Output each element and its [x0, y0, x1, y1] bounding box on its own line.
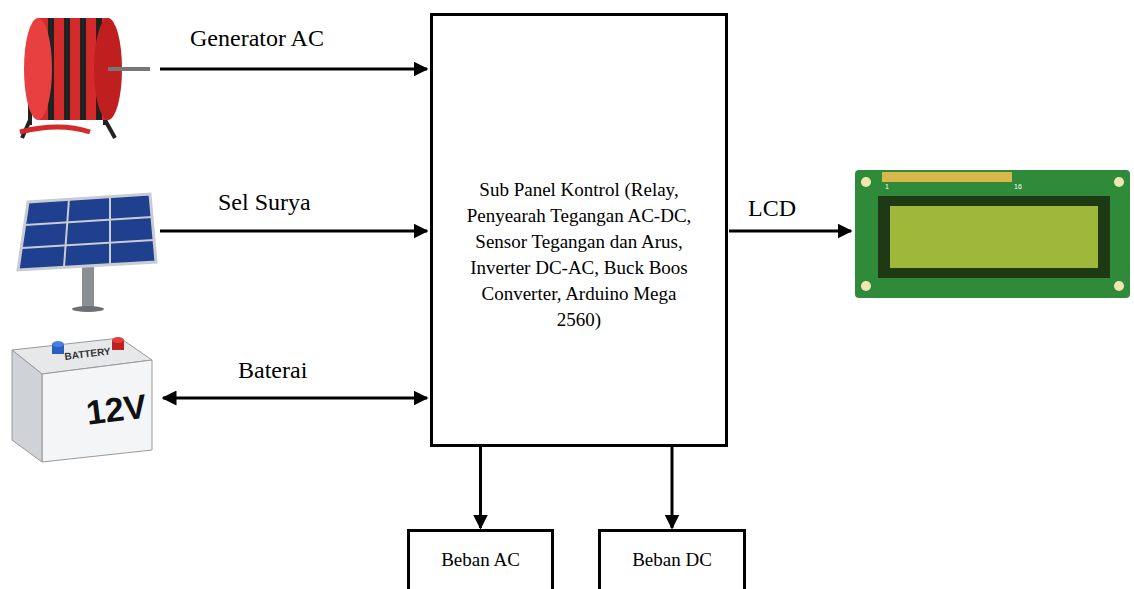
pin-number: 16	[1014, 183, 1022, 190]
generator-illustration	[20, 18, 150, 138]
source-label: Baterai	[238, 357, 307, 384]
node-label: Beban AC	[414, 549, 547, 571]
source-label: Sel Surya	[218, 189, 311, 216]
load-box: Beban AC	[407, 529, 554, 589]
node-label: Beban DC	[605, 549, 739, 571]
solar-arrow	[160, 230, 427, 233]
generator-arrow	[160, 68, 427, 71]
node-label: Sub Panel Kontrol (Relay, Penyearah Tega…	[461, 177, 697, 333]
battery-illustration	[12, 337, 152, 462]
battery-arrow	[163, 397, 427, 400]
solar-panel-illustration	[18, 194, 156, 312]
load-box: Beban DC	[598, 529, 746, 589]
battery-voltage: 12V	[84, 387, 149, 433]
source-label: Generator AC	[190, 25, 324, 52]
lcd-illustration	[855, 170, 1130, 298]
pin-number: 1	[885, 183, 889, 190]
control-panel-box: Sub Panel Kontrol (Relay, Penyearah Tega…	[430, 13, 728, 447]
connector-arrow	[671, 447, 674, 528]
output-label: LCD	[748, 195, 796, 222]
connector-arrow	[479, 447, 482, 528]
lcd-arrow	[729, 230, 851, 233]
